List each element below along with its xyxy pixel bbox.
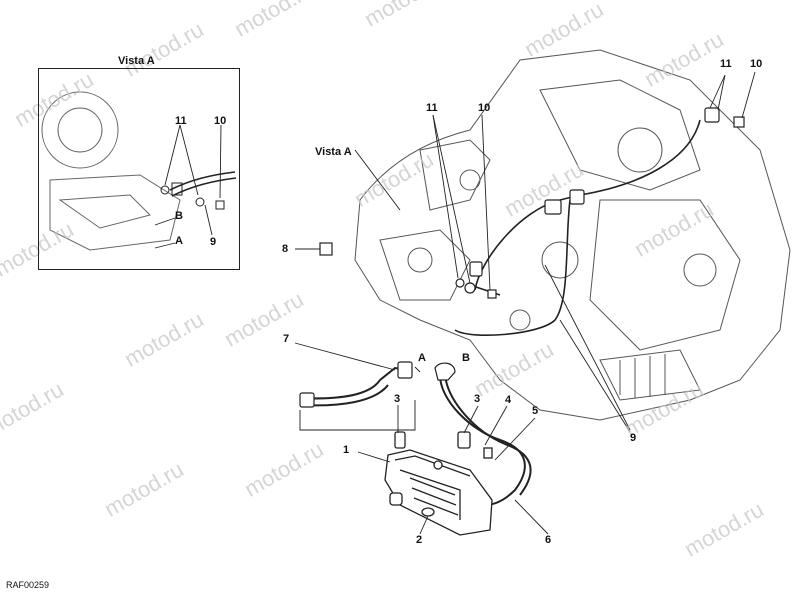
vista-a-label: Vista A — [315, 146, 352, 158]
oil-cooler — [384, 431, 493, 536]
figure-code: RAF00259 — [6, 580, 50, 590]
callout-4: 4 — [505, 394, 512, 406]
callout-6: 6 — [545, 534, 552, 546]
callout-8: 8 — [282, 243, 289, 255]
callout-2: 2 — [416, 534, 423, 546]
callout-10-top: 10 — [750, 58, 763, 70]
inset-callout-b: B — [175, 210, 183, 222]
inset-callout-9: 9 — [210, 236, 217, 248]
oil-hoses — [454, 119, 701, 336]
callout-11-top: 11 — [720, 58, 732, 70]
inset-drawing — [41, 91, 237, 251]
inset-title: Vista A — [118, 55, 155, 67]
engine-block — [354, 49, 791, 421]
callout-b: B — [462, 352, 470, 364]
inset-callout-10: 10 — [214, 115, 227, 127]
inset-callout-a: A — [175, 235, 183, 247]
cooler-hoses — [299, 366, 532, 506]
callout-11-mid: 11 — [426, 102, 438, 114]
callout-3-left: 3 — [394, 393, 401, 405]
inset-frame — [38, 68, 240, 270]
callout-5: 5 — [532, 405, 539, 417]
leader-lines — [154, 71, 756, 535]
inset-callout-11: 11 — [175, 115, 187, 127]
callout-3-right: 3 — [474, 393, 481, 405]
callout-a: A — [418, 352, 426, 364]
callout-1: 1 — [343, 444, 350, 456]
callout-9: 9 — [630, 432, 637, 444]
callout-10-mid: 10 — [478, 102, 491, 114]
callout-7: 7 — [283, 333, 290, 345]
fittings — [299, 107, 745, 408]
